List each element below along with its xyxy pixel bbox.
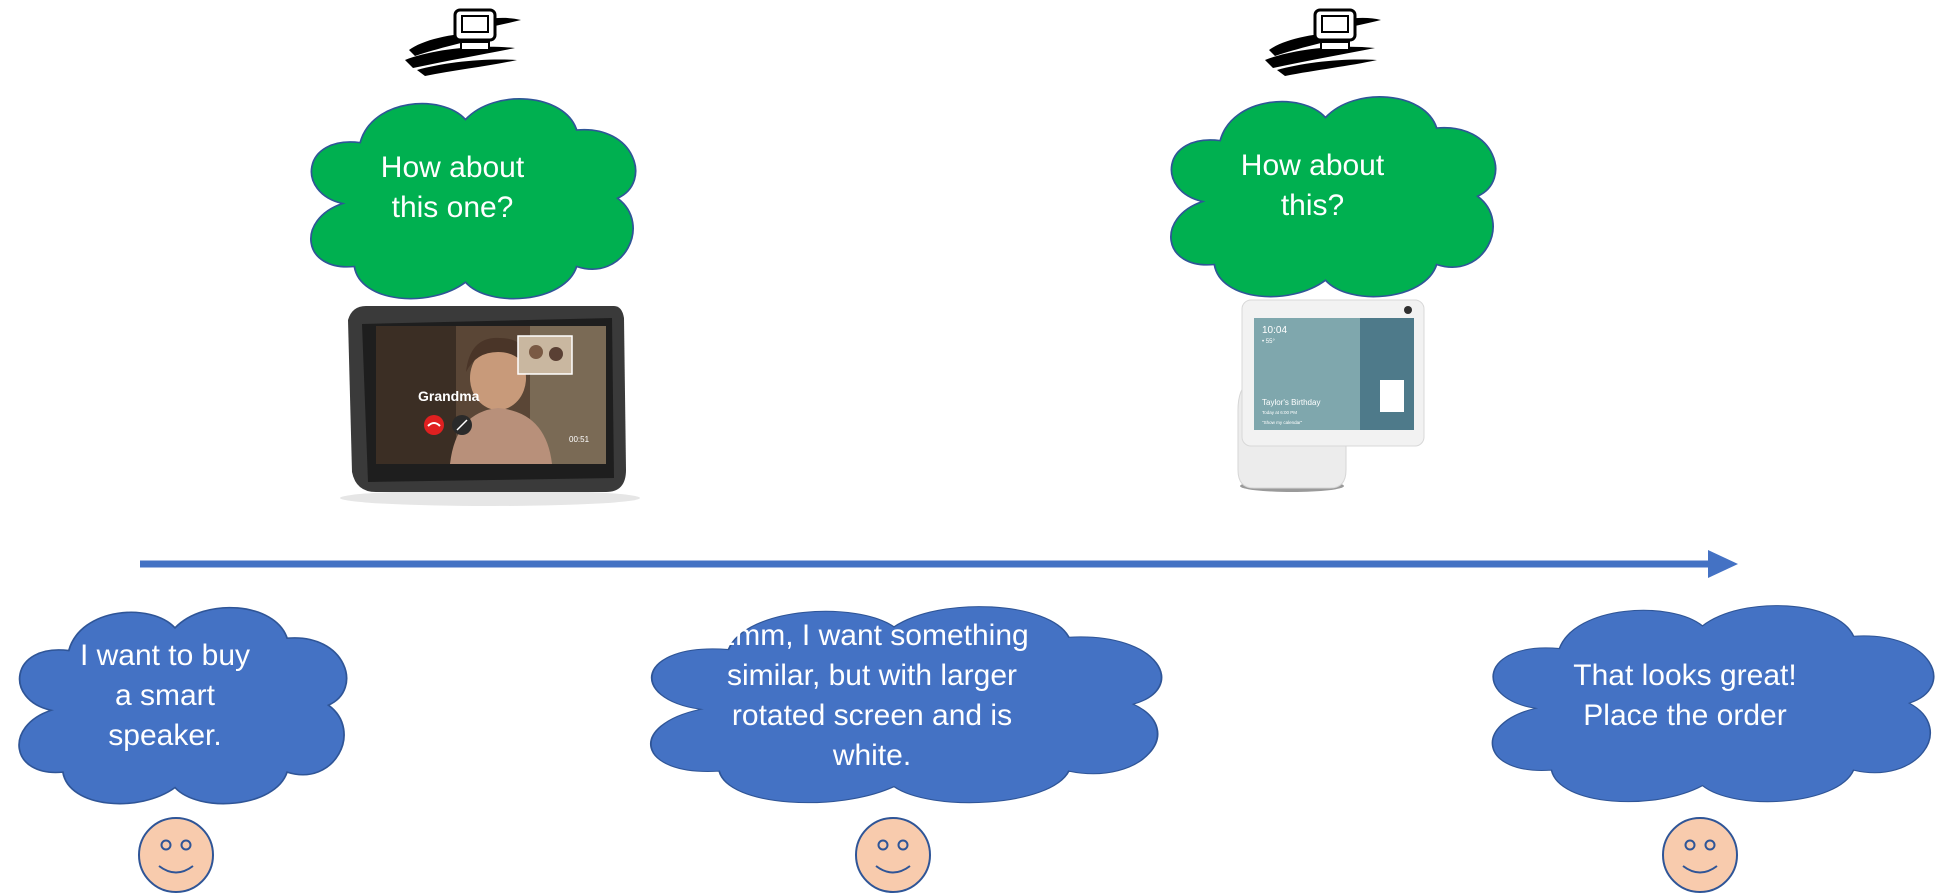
agent-message-2: How about this? [1240,149,1385,222]
user-message-1: I want to buy a smart speaker. [79,639,251,752]
user-message-2: Emm, I want something similar, but with … [715,619,1029,772]
robot-agent-icon [1265,8,1381,76]
event-title-label: Taylor's Birthday [1262,398,1320,407]
clock-label: 10:04 [1262,325,1287,336]
agent-message-1: How about this one? [380,151,525,224]
caller-name-label: Grandma [418,388,480,404]
grandma-figure [470,346,526,410]
end-call-icon [424,415,444,435]
voice-hint-label: "Show my calendar" [1262,420,1303,425]
event-subtitle-label: Today at 6:00 PM [1262,410,1297,415]
smiley-face-icon [138,817,214,893]
pip-preview [517,335,573,375]
user-message-3: That looks great! Place the order [1573,659,1797,732]
temperature-label: • 55° [1262,339,1275,345]
smiley-face-icon [855,817,931,893]
robot-agent-icon [405,8,521,76]
call-timer-label: 00:51 [569,435,590,444]
timeline-arrow [140,550,1738,578]
echo-show-8-device-image: Grandma 00:51 [340,306,640,506]
echo-show-10-device-image: 10:04 • 55° Taylor's Birthday Today at 6… [1237,299,1425,492]
smiley-face-icon [1662,817,1738,893]
